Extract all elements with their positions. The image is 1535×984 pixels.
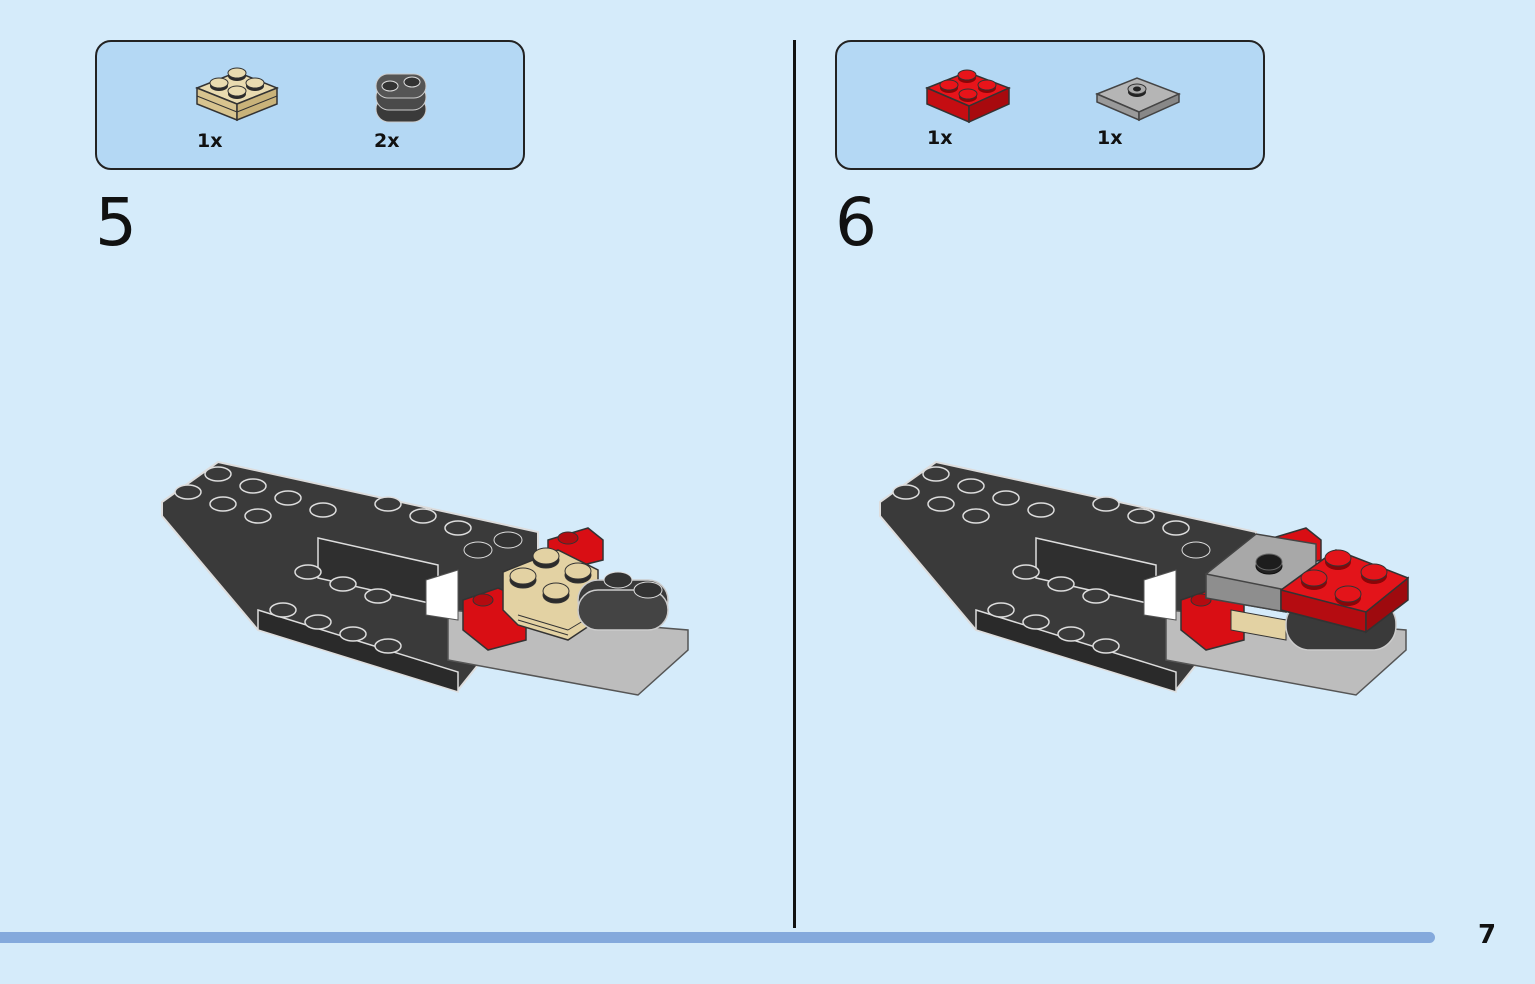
part-quantity: 2x [374, 130, 400, 152]
model-step-5 [158, 440, 698, 715]
step-divider [793, 40, 796, 928]
step-number: 6 [835, 184, 877, 261]
page-footer-bar [0, 932, 1435, 943]
parts-callout-step-5: 1x 2x [95, 40, 525, 170]
gray-tile-center-stud-icon [1095, 68, 1181, 128]
step-number: 5 [95, 184, 137, 261]
red-plate-icon [925, 66, 1011, 126]
tan-plate-icon [195, 64, 279, 128]
part-quantity: 1x [1097, 127, 1123, 149]
parts-callout-step-6: 1x 1x [835, 40, 1265, 170]
model-step-6 [876, 440, 1416, 715]
part-quantity: 1x [197, 130, 223, 152]
dark-gray-rounded-plate-icon [372, 70, 430, 128]
part-quantity: 1x [927, 127, 953, 149]
page-number: 7 [1478, 920, 1497, 950]
